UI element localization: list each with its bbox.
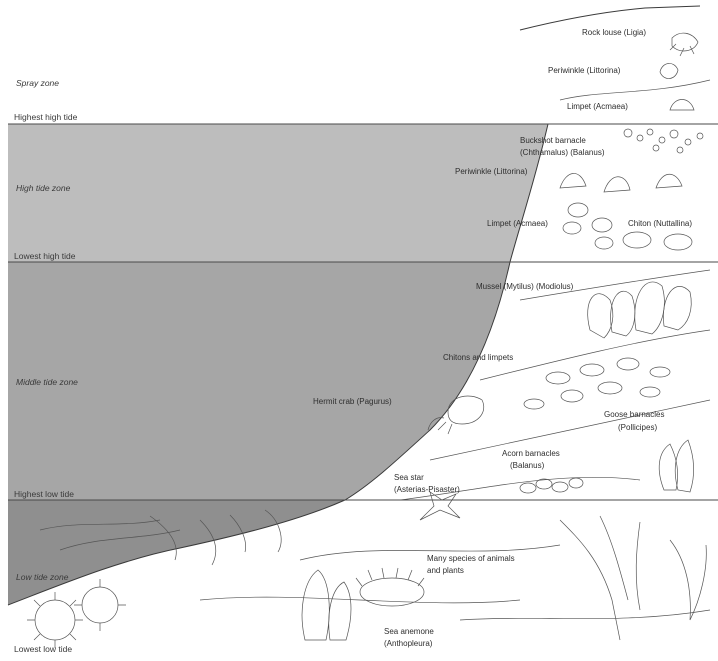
goose-barnacles-illustration	[659, 440, 693, 492]
goose-barnacles-species-label: (Pollicipes)	[618, 423, 657, 432]
mussel-label: Mussel (Mytilus) (Modiolus)	[476, 282, 574, 291]
acorn-barnacles-species-label: (Balanus)	[510, 461, 545, 470]
goose-barnacles-label: Goose barnacles	[604, 410, 664, 419]
sea-anemone-species-label: (Anthopleura)	[384, 639, 433, 648]
high-tide-zone-fill	[8, 124, 548, 262]
chiton-label: Chiton (Nuttallina)	[628, 219, 692, 228]
kelp-illustration	[560, 516, 706, 640]
periwinkle-high-label: Periwinkle (Littorina)	[455, 167, 528, 176]
hermit-crab-label: Hermit crab (Pagurus)	[313, 397, 392, 406]
chitons-high-illustration	[623, 232, 692, 250]
periwinkle-top-illustration	[660, 63, 678, 78]
lowest-high-tide-label: Lowest high tide	[14, 251, 76, 261]
lowest-low-tide-label: Lowest low tide	[14, 644, 72, 654]
sponge-illustration	[302, 570, 351, 640]
sea-anemone-label: Sea anemone	[384, 627, 434, 636]
highest-low-tide-label: Highest low tide	[14, 489, 74, 499]
middle-tide-zone-fill	[8, 262, 510, 500]
highest-high-tide-label: Highest high tide	[14, 112, 78, 122]
limpets-high-illustration	[563, 203, 613, 249]
sea-star-label: Sea star	[394, 473, 424, 482]
acorn-barnacles-label: Acorn barnacles	[502, 449, 560, 458]
spray-zone-label: Spray zone	[16, 78, 59, 88]
sea-star-species-label: (Asterias-Pisaster)	[394, 485, 460, 494]
rock-louse-label: Rock louse (Ligia)	[582, 28, 646, 37]
sea-anemone-illustration	[356, 568, 424, 606]
limpet-high-label: Limpet (Acmaea)	[487, 219, 548, 228]
periwinkle-top-label: Periwinkle (Littorina)	[548, 66, 621, 75]
many-species-label-2: and plants	[427, 566, 464, 575]
buckshot-barnacles-illustration	[624, 129, 703, 153]
mussel-bed-illustration	[588, 282, 692, 338]
low-tide-zone-label: Low tide zone	[16, 572, 69, 582]
buckshot-barnacle-species-label: (Chthamalus) (Balanus)	[520, 148, 605, 157]
chitons-limpets-illustration	[524, 358, 670, 409]
high-tide-zone-label: High tide zone	[16, 183, 71, 193]
rock-louse-illustration	[670, 33, 698, 56]
limpet-top-label: Limpet (Acmaea)	[567, 102, 628, 111]
periwinkle-high-illustration	[560, 173, 682, 192]
middle-tide-zone-label: Middle tide zone	[16, 377, 78, 387]
buckshot-barnacle-label: Buckshot barnacle	[520, 136, 586, 145]
chitons-limpets-label: Chitons and limpets	[443, 353, 513, 362]
many-species-label: Many species of animals	[427, 554, 515, 563]
limpet-top-illustration	[670, 100, 694, 111]
acorn-barnacles-illustration	[520, 478, 583, 493]
